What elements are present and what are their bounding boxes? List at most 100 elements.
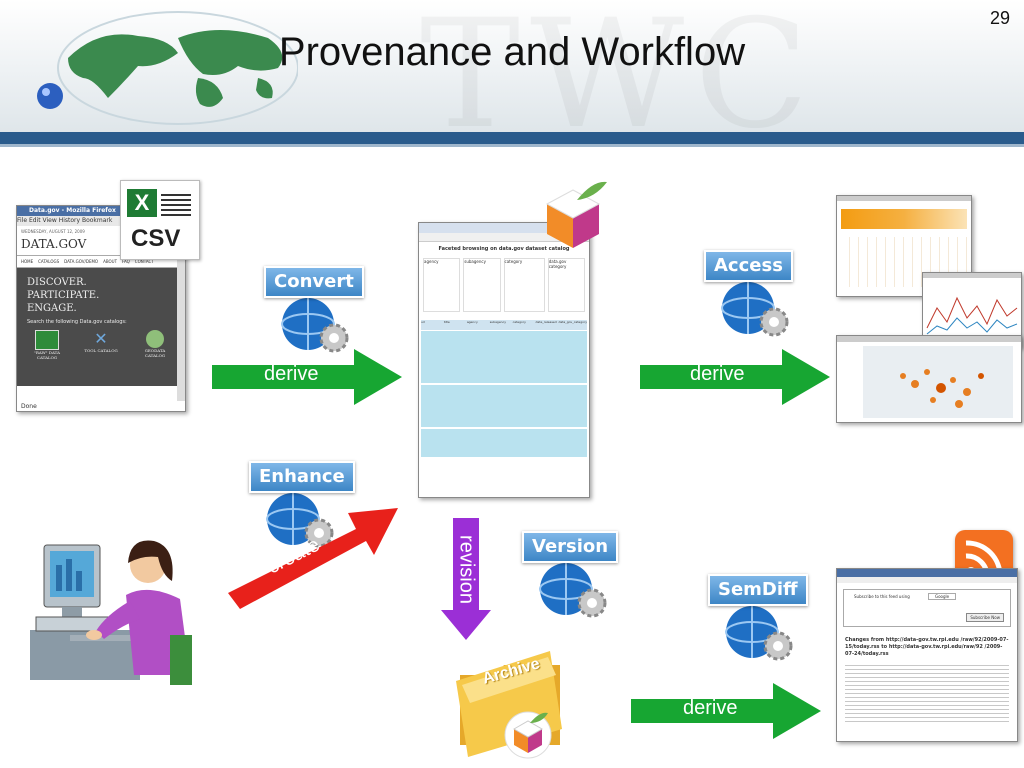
nav-home[interactable]: HOME (21, 259, 34, 264)
table-row[interactable] (421, 429, 587, 457)
slide-title: Provenance and Workflow (278, 30, 746, 74)
person-at-computer-icon (30, 540, 192, 685)
col-subagency: subagency (489, 320, 507, 324)
header-bar-accent (0, 144, 1024, 147)
nav-faq[interactable]: FAQ (122, 259, 130, 264)
scrollbar[interactable] (177, 226, 185, 401)
window-titlebar: Data.gov - Mozilla Firefox (17, 206, 185, 216)
tools-icon: ✕ (94, 329, 108, 348)
green-arrow-shape (212, 349, 402, 405)
globe-icon (146, 330, 164, 348)
facet-subagency[interactable]: subagency (463, 258, 501, 312)
globe-gear-icon (281, 298, 349, 353)
facet-datagov-category[interactable]: data.gov category (547, 258, 585, 312)
changes-title: Changes from http://data-gov.tw.rpi.edu … (845, 637, 1009, 657)
semdiff-label: SemDiff (708, 574, 808, 606)
timeline-visualization-window (836, 195, 972, 297)
header-bar (0, 132, 1024, 144)
col-datagov-category: data_gov_category (558, 320, 587, 324)
table-row[interactable] (421, 385, 587, 428)
enhance-label: Enhance (249, 461, 355, 493)
toolbar (837, 577, 1017, 583)
nav-contact[interactable]: CONTACT (134, 259, 154, 264)
spreadsheet-grid-icon (161, 191, 191, 219)
archive-folder: Archive (456, 645, 568, 761)
revision-label: revision (455, 535, 478, 604)
geodata-catalog-link[interactable]: GEODATA CATALOG (135, 330, 175, 360)
window-titlebar (837, 196, 971, 201)
map-visualization-window (836, 335, 1022, 423)
red-arrow-shape (228, 508, 398, 609)
address-bar[interactable] (419, 233, 589, 242)
results-header-row: url title agency subagency category date… (421, 320, 587, 330)
hero-banner: DISCOVER. PARTICIPATE. ENGAGE. Search th… (17, 268, 185, 386)
globe-gear-icon (725, 606, 793, 661)
globe-gear-icon (721, 282, 789, 337)
tool-catalog-label: TOOL CATALOG (84, 348, 118, 353)
timeline-band (841, 209, 967, 229)
exhibit-cube-icon (504, 711, 552, 759)
csv-file-icon: X CSV (120, 180, 200, 260)
purple-arrow-shape (441, 518, 491, 640)
line-chart-thumbnail (926, 296, 1018, 335)
globe-gear-icon (539, 563, 607, 618)
nav-demo[interactable]: DATA.GOV/DEMO (64, 259, 99, 264)
tool-catalog-link[interactable]: ✕ TOOL CATALOG (81, 330, 121, 360)
hero-engage: ENGAGE. (27, 303, 77, 314)
semdiff-service[interactable]: SemDiff (708, 574, 808, 661)
menu-edit[interactable]: Edit (28, 217, 41, 224)
search-text: Search the following Data.gov catalogs: (27, 319, 127, 325)
facet-agency[interactable]: agency (423, 258, 461, 312)
menu-history[interactable]: History (58, 217, 81, 224)
derive-label: derive (690, 363, 745, 385)
map-area (863, 346, 1013, 418)
window-titlebar (837, 336, 1021, 342)
geodata-catalog-label: GEODATA CATALOG (144, 348, 166, 358)
status-bar: Done (21, 403, 37, 410)
menu-bar: File Edit View History Bookmark (17, 216, 185, 226)
derive-label: derive (264, 363, 319, 385)
derive-arrow-right: derive (640, 349, 830, 405)
page-number: 29 (989, 8, 1010, 28)
site-nav: HOME CATALOGS DATA.GOV/DEMO ABOUT FAQ CO… (17, 255, 185, 268)
changes-list (845, 662, 1009, 724)
nav-about[interactable]: ABOUT (103, 259, 118, 264)
col-agency: agency (466, 320, 478, 324)
enhance-service[interactable]: Enhance (249, 461, 355, 548)
hero-participate: PARTICIPATE. (27, 290, 100, 301)
menu-view[interactable]: View (42, 217, 57, 224)
green-arrow-shape (640, 349, 830, 405)
raw-data-icon (35, 330, 59, 350)
hero-discover: DISCOVER. (27, 277, 87, 288)
nav-catalogs[interactable]: CATALOGS (38, 259, 60, 264)
version-label: Version (522, 531, 619, 563)
version-service[interactable]: Version (522, 531, 619, 618)
facet-category[interactable]: category (503, 258, 545, 312)
subscribe-button[interactable]: Subscribe Now (966, 613, 1004, 622)
convert-service[interactable]: Convert (264, 266, 364, 353)
col-title: title (443, 320, 450, 324)
catalog-icons: "RAW" DATA CATALOG ✕ TOOL CATALOG GEODAT… (27, 330, 175, 361)
window-titlebar (923, 273, 1021, 278)
menu-file[interactable]: File (17, 217, 28, 224)
window-titlebar (837, 569, 1017, 577)
window-titlebar (419, 223, 589, 233)
derive-arrow-left: derive (212, 349, 402, 405)
access-service[interactable]: Access (704, 250, 793, 337)
datagov-browser-window: Data.gov - Mozilla Firefox File Edit Vie… (16, 205, 186, 412)
map-dots (900, 369, 984, 408)
menu-bookmark[interactable]: Bookmark (81, 217, 113, 224)
date-line: WEDNESDAY, AUGUST 12, 2009 (21, 229, 85, 234)
raw-catalog-link[interactable]: "RAW" DATA CATALOG (27, 330, 67, 360)
datagov-logo: DATA.GOV (21, 237, 87, 251)
col-category: category (512, 320, 526, 324)
table-row[interactable] (421, 331, 587, 384)
excel-icon: X (127, 189, 157, 217)
watermark: TWC (420, 0, 819, 150)
col-url: url (421, 320, 425, 324)
derive-label: derive (683, 697, 738, 719)
reader-select[interactable]: Google (928, 593, 957, 600)
globe-gear-icon (266, 493, 334, 548)
access-label: Access (704, 250, 793, 282)
subscribe-text: Subscribe to this feed using (854, 594, 910, 599)
